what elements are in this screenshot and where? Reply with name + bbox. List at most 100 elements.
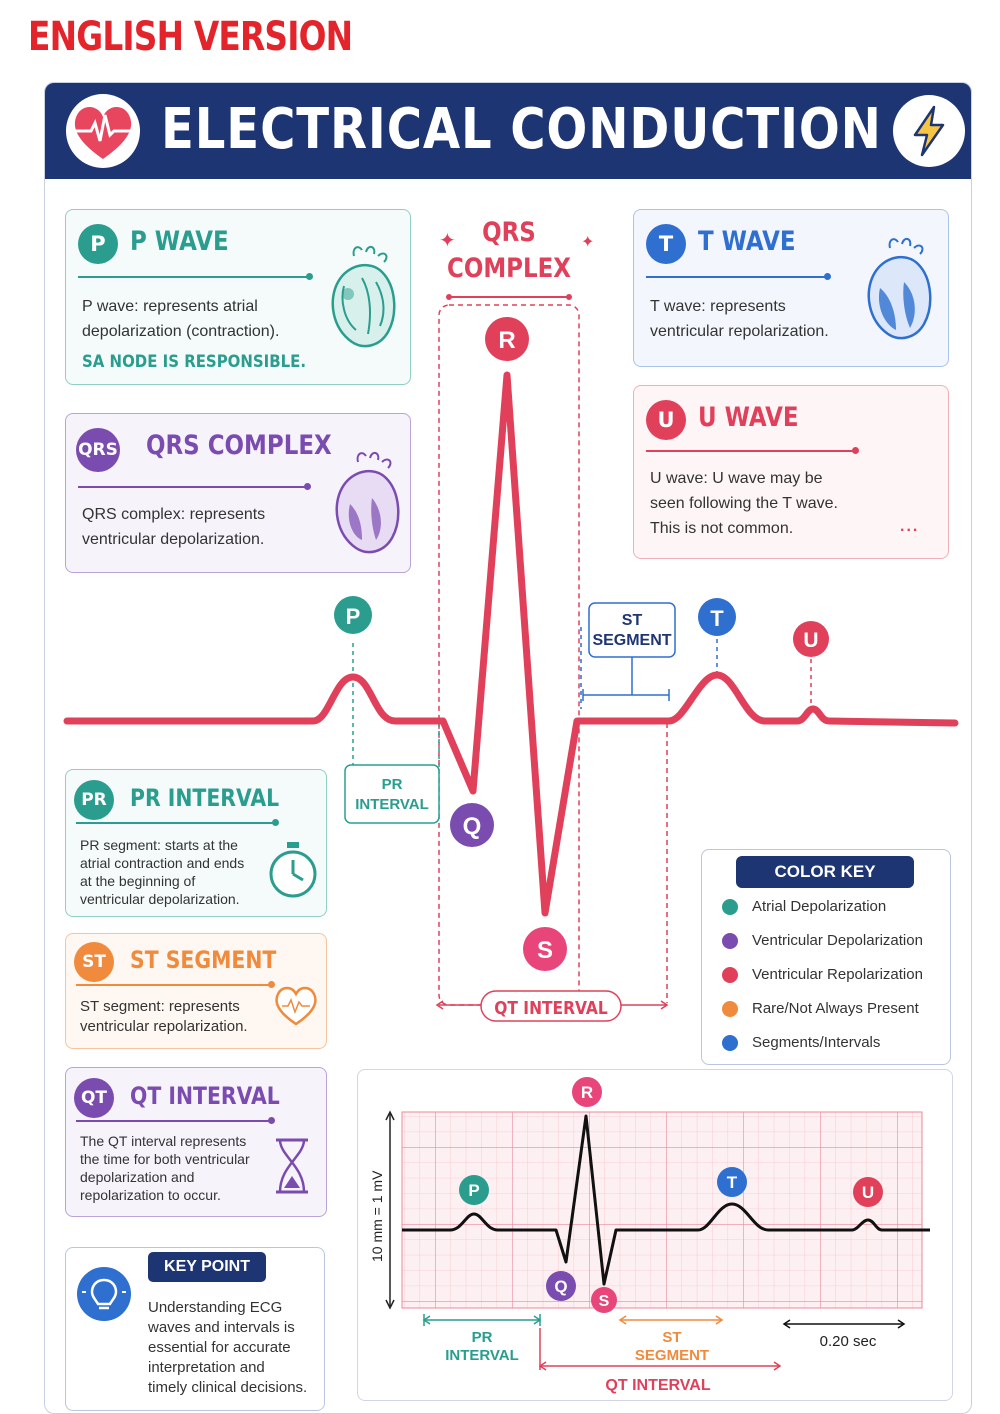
qrs-text-1: QRS complex: represents bbox=[82, 506, 266, 523]
grid-pr-label: PR bbox=[472, 1329, 493, 1346]
s-marker: S bbox=[523, 927, 567, 971]
heart-outline-icon bbox=[275, 986, 317, 1026]
t-badge: T bbox=[646, 224, 686, 264]
divider bbox=[78, 273, 313, 280]
pr-title: PR INTERVAL bbox=[130, 784, 280, 812]
pr-text-3: at the beginning of bbox=[80, 873, 196, 889]
color-key-label: Ventricular Depolarization bbox=[752, 932, 923, 949]
grid-t-marker: T bbox=[717, 1167, 747, 1197]
divider bbox=[76, 981, 275, 988]
u-wave-card: U U WAVE U wave: U wave may be seen foll… bbox=[633, 385, 949, 559]
color-key-title: COLOR KEY bbox=[736, 856, 914, 888]
st-title: ST SEGMENT bbox=[130, 946, 277, 974]
ecg-grid-chart: 10 mm = 1 mV R P T U Q S PR INTERVAL ST … bbox=[369, 1077, 930, 1394]
u-wave-text-3: This is not common. bbox=[650, 520, 794, 537]
svg-text:T: T bbox=[710, 606, 724, 631]
qrs-complex-label: COMPLEX bbox=[447, 252, 571, 283]
qt-interval-card: QT QT INTERVAL The QT interval represent… bbox=[65, 1067, 327, 1217]
svg-text:S: S bbox=[537, 937, 553, 964]
qrs-title: QRS COMPLEX bbox=[146, 430, 332, 461]
grid-r-marker: R bbox=[572, 1077, 602, 1107]
heart-anatomy-icon bbox=[867, 238, 932, 340]
poster: ELECTRICAL CONDUCTION P P WAVE P wave: r… bbox=[44, 82, 972, 1414]
color-key: COLOR KEY Atrial Depolarization Ventricu… bbox=[701, 849, 951, 1065]
color-key-item: Rare/Not Always Present bbox=[722, 998, 919, 1020]
qt-text-2: the time for both ventricular bbox=[80, 1151, 250, 1167]
p-wave-title: P WAVE bbox=[130, 226, 229, 257]
p-marker: P bbox=[334, 596, 372, 634]
ecg-grid bbox=[401, 1111, 923, 1309]
key-point-line-2: waves and intervals is bbox=[148, 1319, 295, 1336]
u-badge: U bbox=[646, 400, 686, 440]
pr-interval-box bbox=[344, 764, 440, 824]
lightbulb-icon bbox=[77, 1267, 131, 1321]
svg-text:U: U bbox=[862, 1183, 874, 1202]
ecg-grid-trace bbox=[402, 1114, 930, 1286]
qrs-badge: QRS bbox=[76, 428, 120, 472]
st-segment-label: SEGMENT bbox=[592, 632, 671, 649]
qt-title: QT INTERVAL bbox=[130, 1082, 280, 1110]
key-point-line-5: timely clinical decisions. bbox=[148, 1379, 308, 1396]
key-point-title: KEY POINT bbox=[148, 1252, 266, 1282]
t-marker: T bbox=[698, 598, 736, 636]
color-key-label: Rare/Not Always Present bbox=[752, 1000, 919, 1017]
qrs-complex-label: QRS bbox=[482, 216, 536, 247]
pr-interval-card: PR PR INTERVAL PR segment: starts at the… bbox=[65, 769, 327, 917]
grid-s-marker: S bbox=[591, 1287, 617, 1313]
heart-anatomy-icon bbox=[335, 452, 400, 554]
st-badge: ST bbox=[74, 942, 114, 982]
p-badge: P bbox=[78, 224, 118, 264]
t-wave-title: T WAVE bbox=[698, 226, 796, 257]
lightning-icon bbox=[893, 95, 965, 167]
svg-text:T: T bbox=[727, 1173, 738, 1192]
p-wave-card: P P WAVE P wave: represents atrial depol… bbox=[65, 209, 411, 385]
purple-dot bbox=[722, 933, 738, 950]
svg-text:U: U bbox=[803, 629, 818, 652]
u-wave-text-1: U wave: U wave may be bbox=[650, 470, 823, 487]
svg-text:P: P bbox=[468, 1181, 479, 1200]
heart-anatomy-icon bbox=[331, 246, 396, 348]
u-wave-text-2: seen following the T wave. bbox=[650, 495, 838, 512]
pr-interval-label: INTERVAL bbox=[355, 796, 429, 813]
hourglass-icon bbox=[276, 1138, 308, 1194]
key-point-line-1: Understanding ECG bbox=[148, 1299, 283, 1316]
blue-dot bbox=[722, 1035, 738, 1052]
grid-p-marker: P bbox=[459, 1175, 489, 1205]
time-scale-label: 0.20 sec bbox=[820, 1333, 877, 1350]
svg-text:Q: Q bbox=[463, 813, 482, 840]
ecg-grid-panel: 10 mm = 1 mV R P T U Q S PR INTERVAL ST … bbox=[357, 1069, 953, 1401]
sparkle-icon: ✦ bbox=[439, 230, 456, 252]
grid-st-label: ST bbox=[662, 1329, 681, 1346]
heart-icon bbox=[66, 94, 140, 168]
qrs-card: QRS QRS COMPLEX QRS complex: represents … bbox=[65, 413, 411, 573]
svg-text:Q: Q bbox=[554, 1277, 567, 1296]
grid-q-marker: Q bbox=[546, 1271, 576, 1301]
grid-u-marker: U bbox=[853, 1177, 883, 1207]
qt-text-4: repolarization to occur. bbox=[80, 1187, 221, 1203]
st-text-2: ventricular repolarization. bbox=[80, 1018, 248, 1035]
qrs-text-2: ventricular depolarization. bbox=[82, 531, 265, 548]
qt-interval-pill bbox=[480, 990, 622, 1022]
more-dots: ... bbox=[900, 518, 920, 535]
r-marker: R bbox=[485, 317, 529, 361]
p-wave-note: SA NODE IS RESPONSIBLE. bbox=[82, 352, 307, 372]
stopwatch-icon bbox=[269, 842, 317, 898]
divider bbox=[76, 819, 279, 826]
y-scale-label: 10 mm = 1 mV bbox=[369, 1170, 385, 1262]
color-key-item: Segments/Intervals bbox=[722, 1032, 880, 1054]
key-point-line-4: interpretation and bbox=[148, 1359, 265, 1376]
pr-interval-label: PR bbox=[382, 776, 403, 793]
red-dot bbox=[722, 967, 738, 984]
key-point-line-3: essential for accurate bbox=[148, 1339, 291, 1356]
qt-badge: QT bbox=[74, 1078, 114, 1118]
divider bbox=[646, 447, 859, 454]
grid-qt-label: QT INTERVAL bbox=[605, 1377, 710, 1394]
color-key-label: Ventricular Repolarization bbox=[752, 966, 923, 983]
qt-text-3: depolarization and bbox=[80, 1169, 195, 1185]
t-wave-text-1: T wave: represents bbox=[650, 298, 786, 315]
pr-text-1: PR segment: starts at the bbox=[80, 837, 238, 853]
q-marker: Q bbox=[450, 803, 494, 847]
svg-text:S: S bbox=[599, 1293, 610, 1310]
pr-text-2: atrial contraction and ends bbox=[80, 855, 245, 871]
u-wave-title: U WAVE bbox=[698, 402, 799, 433]
